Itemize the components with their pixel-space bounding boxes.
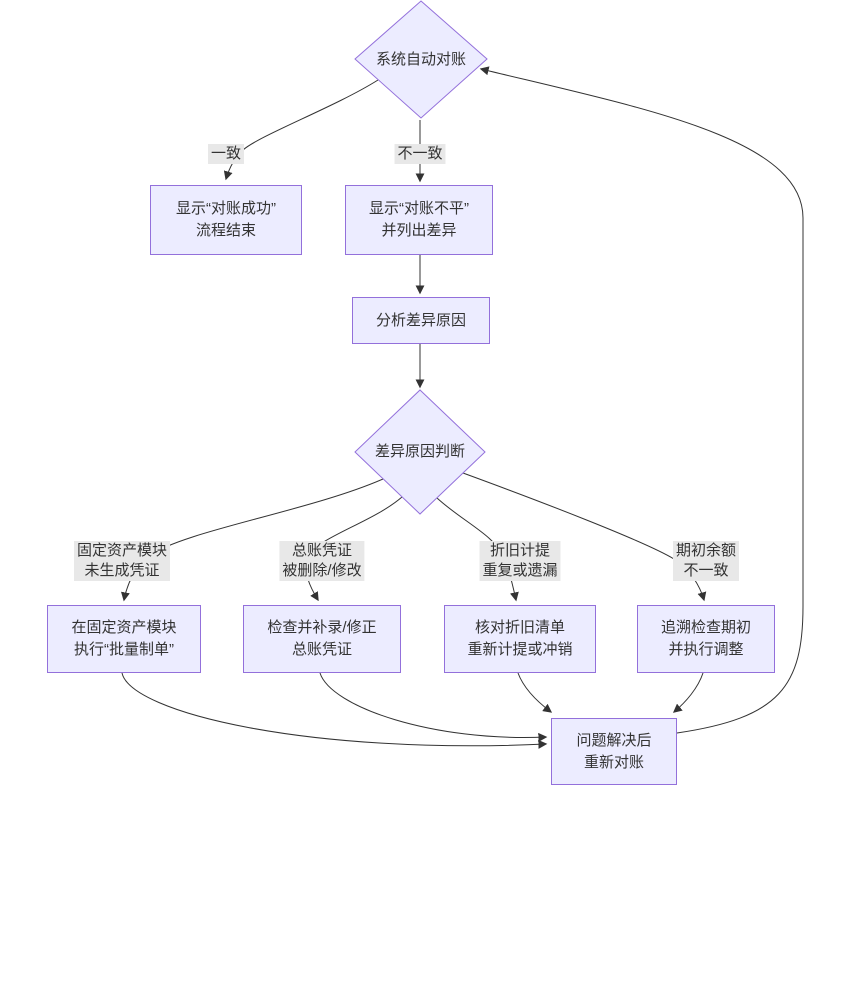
node-success: 显示“对账成功” 流程结束	[150, 185, 302, 255]
node-fix-dep: 核对折旧清单 重新计提或冲销	[444, 605, 596, 673]
node-line: 显示“对账不平”	[369, 200, 469, 217]
judge-decision-shape	[354, 389, 486, 515]
node-recheck: 问题解决后 重新对账	[551, 718, 677, 785]
edge-judge-to-fix-fa	[120, 478, 384, 602]
edge-label-line: 期初余额	[675, 542, 737, 559]
node-line: 流程结束	[195, 222, 256, 239]
edge-label-cause-dep: 折旧计提 重复或遗漏	[479, 541, 561, 581]
edge-label-cause-fa: 固定资产模块 未生成凭证	[73, 541, 171, 581]
start-decision-shape	[354, 0, 488, 119]
node-line: 重新计提或冲销	[467, 641, 573, 658]
node-line: 追溯检查期初	[660, 619, 751, 636]
node-line: 分析差异原因	[375, 311, 466, 329]
edge-label-line: 未生成凭证	[84, 562, 160, 579]
node-line: 检查并补录/修正	[267, 619, 377, 636]
edge-fix-gl-to-recheck	[319, 672, 548, 742]
edge-fix-dep-to-recheck	[517, 672, 553, 713]
node-fix-gl: 检查并补录/修正 总账凭证	[243, 605, 401, 673]
edge-label-cause-gl: 总账凭证 被删除/修改	[279, 541, 365, 581]
node-line: 重新对账	[583, 753, 644, 771]
node-line: 并列出差异	[381, 222, 457, 239]
edge-fix-open-to-recheck	[672, 672, 704, 713]
judge-decision-label: 差异原因判断	[374, 443, 466, 460]
edge-label-line: 不一致	[683, 562, 729, 579]
node-line: 显示“对账成功”	[176, 200, 276, 217]
node-line: 总账凭证	[291, 641, 352, 658]
edge-label-cause-open: 期初余额 不一致	[672, 541, 740, 581]
edge-consistent	[223, 79, 379, 181]
edge-label-line: 重复或遗漏	[482, 562, 558, 579]
edge-recheck-to-start-loop	[479, 66, 804, 734]
node-fix-open: 追溯检查期初 并执行调整	[637, 605, 775, 673]
node-line: 并执行调整	[668, 641, 744, 658]
node-line: 在固定资产模块	[71, 619, 177, 636]
edge-label-line: 被删除/修改	[282, 562, 362, 579]
node-line: 核对折旧清单	[474, 619, 565, 636]
edge-label-line: 总账凭证	[291, 542, 353, 559]
node-line: 执行“批量制单”	[74, 641, 174, 658]
node-mismatch: 显示“对账不平” 并列出差异	[345, 185, 493, 255]
edge-label-inconsistent: 不一致	[394, 144, 446, 164]
edge-label-line: 固定资产模块	[76, 542, 168, 559]
node-line: 问题解决后	[576, 731, 652, 749]
start-decision-label: 系统自动对账	[375, 51, 467, 68]
edge-label-line: 折旧计提	[489, 542, 551, 559]
edge-fix-fa-to-recheck	[121, 672, 548, 749]
node-analyze: 分析差异原因	[352, 297, 490, 344]
edge-label-consistent: 一致	[207, 144, 245, 164]
node-fix-fa: 在固定资产模块 执行“批量制单”	[47, 605, 201, 673]
